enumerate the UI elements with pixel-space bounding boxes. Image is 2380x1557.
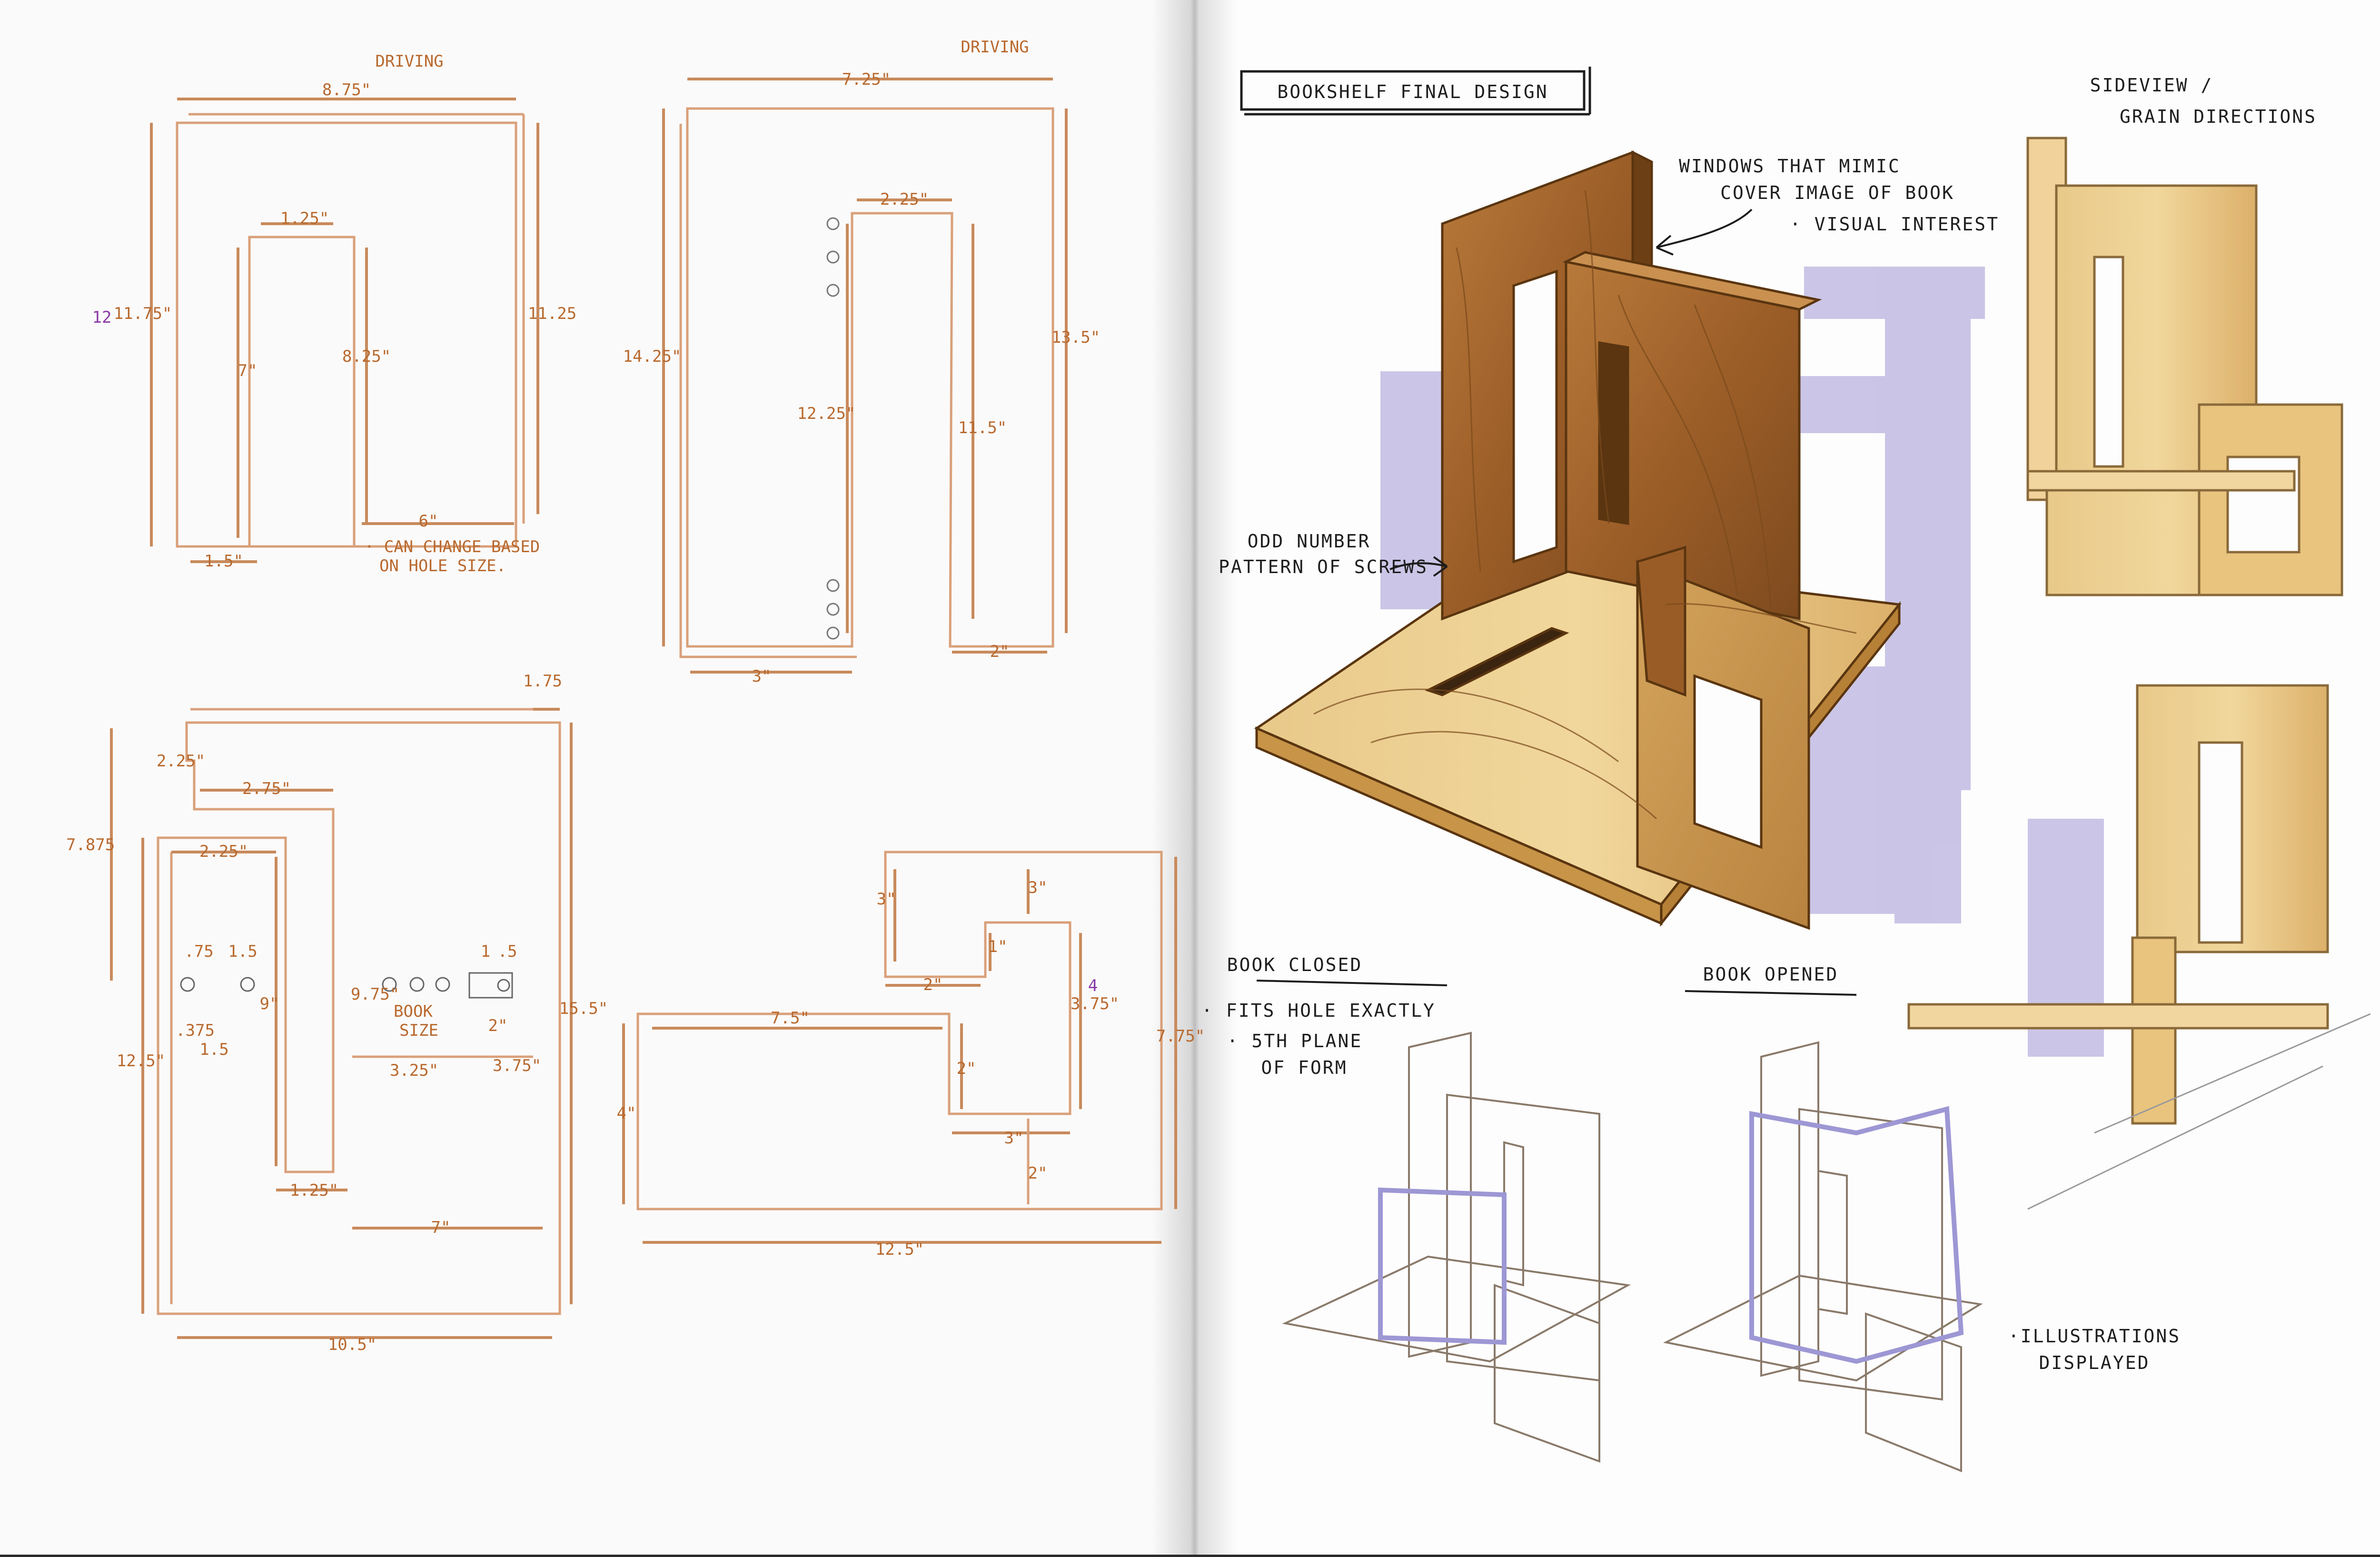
panel-3-drawing: 1.75 2.25" 2.75" 7.875 2.25" .75 1.5 .37… bbox=[66, 672, 608, 1354]
panel-3-screw-b: 1.5 bbox=[228, 942, 257, 961]
panel-4-notch-width: 2" bbox=[923, 975, 943, 994]
panel-3-screw-a: .75 bbox=[184, 942, 213, 961]
book-opened-heading: BOOK OPENED bbox=[1703, 964, 1839, 985]
panel-1-note-line-2: ON HOLE SIZE. bbox=[379, 556, 506, 575]
windows-note-line-1: WINDOWS THAT MIMIC bbox=[1679, 156, 1901, 177]
book-opened-sketch bbox=[1663, 1041, 1983, 1472]
grain-directions-heading: GRAIN DIRECTIONS bbox=[2120, 106, 2317, 127]
panel-1-note-line-1: · CAN CHANGE BASED bbox=[365, 537, 540, 556]
book-closed-note-2a: · 5TH PLANE bbox=[1227, 1031, 1363, 1051]
panel-3-overall-height: 7.875 bbox=[66, 835, 115, 854]
screws-note-line-1: ODD NUMBER bbox=[1248, 531, 1371, 552]
panel-3-top-tab: 2.25" bbox=[157, 752, 205, 771]
panel-1-height-right: 11.25 bbox=[528, 304, 576, 323]
panel-1-width: 8.75" bbox=[322, 80, 371, 99]
panel-3-book-label-1: BOOK bbox=[394, 1002, 433, 1021]
panel-2-height-left: 14.25" bbox=[623, 347, 682, 366]
panel-3-left-height: 12.5" bbox=[117, 1051, 165, 1071]
panel-4-drawing: 3" 3" 2" 1" 4 3.75" 7.75" 7.5" 2" 4" 3" … bbox=[617, 851, 1205, 1259]
panel-4-top-left: 3" bbox=[877, 890, 896, 909]
panel-3-gap: 7" bbox=[431, 1218, 451, 1237]
panel-4-right-alt: 4 bbox=[1088, 976, 1098, 995]
book-opened-notes: BOOK OPENED bbox=[1685, 964, 1857, 996]
panel-2-width: 7.25" bbox=[842, 70, 891, 89]
panel-3-slot-foot: 1.25" bbox=[290, 1181, 338, 1200]
sideview-heading: SIDEVIEW / bbox=[2090, 75, 2213, 96]
windows-arrow bbox=[1656, 208, 1753, 256]
page-title: BOOKSHELF FINAL DESIGN bbox=[1277, 81, 1548, 102]
panel-1-foot: 1.5" bbox=[204, 552, 243, 571]
panel-3-book-width: 9.75" bbox=[351, 985, 399, 1004]
panel-1-label: DRIVING bbox=[375, 52, 443, 71]
panel-4-left-height: 4" bbox=[617, 1104, 636, 1123]
panel-1-bottom-gap: 6" bbox=[419, 512, 438, 531]
panel-1-slot-left: 7" bbox=[238, 361, 258, 380]
panel-3-book-label-2: SIZE bbox=[399, 1021, 438, 1040]
panel-4-lower-notch: 3" bbox=[1004, 1129, 1024, 1148]
panel-3-book-dim-b: .5 bbox=[498, 942, 517, 961]
panel-2-height-right: 13.5" bbox=[1051, 328, 1100, 347]
panel-2-slot-width: 2.25" bbox=[880, 190, 929, 209]
book-closed-heading: BOOK CLOSED bbox=[1227, 954, 1363, 975]
panel-3-book-dim-c: 2" bbox=[488, 1016, 508, 1035]
panel-3-screw-holes bbox=[180, 972, 513, 999]
left-page bbox=[0, 0, 1190, 1555]
windows-note-line-3: · VISUAL INTEREST bbox=[1790, 214, 1999, 235]
panel-4-top-length: 7.5" bbox=[771, 1009, 810, 1028]
book-spine bbox=[1152, 0, 1238, 1555]
illustrations-note-line-2: DISPLAYED bbox=[2039, 1352, 2150, 1373]
title-box: BOOKSHELF FINAL DESIGN bbox=[1240, 67, 1591, 116]
panel-3-book-dim-a: 1 bbox=[481, 942, 490, 961]
panel-4-notch-height: 1" bbox=[988, 937, 1008, 956]
sideview-top bbox=[2026, 137, 2343, 596]
panel-2-slot-height: 12.25" bbox=[797, 404, 856, 423]
panel-3-book-gap-a: 3.25" bbox=[390, 1061, 438, 1080]
panel-3-slot: 9" bbox=[260, 994, 279, 1013]
panel-2-label: DRIVING bbox=[961, 38, 1029, 57]
panel-3-corner: 1.75 bbox=[523, 672, 562, 691]
screws-arrow bbox=[1389, 556, 1448, 577]
panel-4-top-right: 3" bbox=[1028, 878, 1048, 897]
panel-2-screw-holes bbox=[826, 217, 840, 640]
book-closed-note-1: · FITS HOLE EXACTLY bbox=[1201, 1000, 1436, 1021]
panel-1-height-left: 11.75" bbox=[114, 304, 172, 323]
wood-grain-lines bbox=[1313, 190, 1857, 820]
panel-3-book-gap-b: 3.75" bbox=[493, 1056, 541, 1075]
book-closed-note-2b: OF FORM bbox=[1261, 1057, 1347, 1078]
panel-4-outer-height: 7.75" bbox=[1156, 1027, 1205, 1046]
panel-2-foot-left: 3" bbox=[752, 667, 772, 686]
panel-1-height-alt: 12 bbox=[92, 308, 112, 327]
panel-2-slot-right: 11.5" bbox=[958, 418, 1007, 437]
windows-note-line-2: COVER IMAGE OF BOOK bbox=[1720, 182, 1954, 203]
panel-1-drawing: DRIVING 8.75" 1.25" 12 11.75" 11.25 7" 8… bbox=[92, 52, 577, 575]
panel-2-drawing: DRIVING 7.25" 2.25" 14.25" 12.25" 13.5" … bbox=[623, 38, 1101, 686]
illustrations-note-line-1: ·ILLUSTRATIONS bbox=[2008, 1326, 2181, 1347]
panel-3-screw-d: 1.5 bbox=[199, 1040, 228, 1059]
panel-3-screw-c: .375 bbox=[176, 1021, 215, 1040]
bookshelf-isometric bbox=[1254, 150, 1902, 930]
panel-2-foot-right: 2" bbox=[990, 642, 1010, 661]
panel-4-mid: 2" bbox=[957, 1059, 976, 1078]
screws-note-line-2: PATTERN OF SCREWS bbox=[1219, 556, 1428, 577]
panel-4-bottom-width: 12.5" bbox=[875, 1240, 924, 1259]
panel-4-lower-small: 2" bbox=[1028, 1164, 1048, 1183]
sideview-bottom bbox=[1907, 684, 2329, 1125]
panel-3-bottom-width: 10.5" bbox=[328, 1335, 377, 1354]
panel-3-inner-width: 2.25" bbox=[199, 842, 248, 861]
panel-1-slot-width: 1.25" bbox=[280, 209, 329, 228]
panel-3-top-width: 2.75" bbox=[242, 779, 291, 798]
panel-4-right-height: 3.75" bbox=[1071, 994, 1119, 1013]
book-closed-sketch bbox=[1282, 1031, 1631, 1463]
panel-1-slot-right: 8.25" bbox=[342, 347, 391, 366]
sideview-ground-lines bbox=[2027, 1013, 2371, 1210]
book-closed-notes: BOOK CLOSED · FITS HOLE EXACTLY · 5TH PL… bbox=[1201, 954, 1448, 1078]
panel-3-right-height: 15.5" bbox=[559, 999, 608, 1018]
